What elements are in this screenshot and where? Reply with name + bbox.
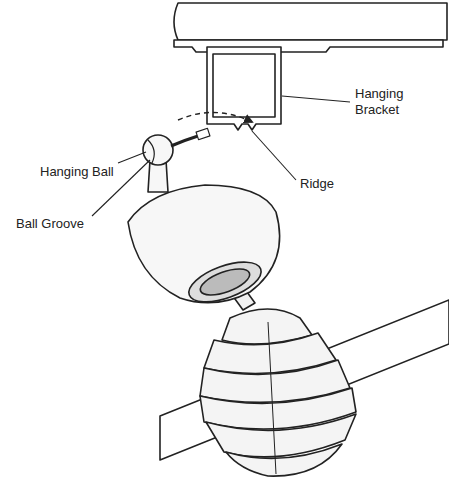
- part-label: Ridge: [300, 176, 380, 192]
- part-label: Ball Groove: [16, 216, 106, 232]
- fan-blades: [160, 300, 449, 460]
- motion-arrow: [178, 112, 252, 122]
- leader-line: [118, 152, 146, 163]
- hanging-bracket: [207, 47, 281, 130]
- hanging-ball: [143, 135, 173, 165]
- bracket-inner: [213, 54, 275, 117]
- ceiling-joist: [174, 3, 447, 40]
- leader-line: [282, 96, 350, 102]
- wire: [171, 136, 198, 146]
- part-label: Hanging Bracket: [355, 86, 417, 118]
- ball-groove: [148, 140, 154, 163]
- canopy-opening: [184, 254, 266, 310]
- leader-line: [252, 131, 296, 180]
- part-label: Hanging Ball: [40, 164, 130, 180]
- canopy: [128, 185, 280, 303]
